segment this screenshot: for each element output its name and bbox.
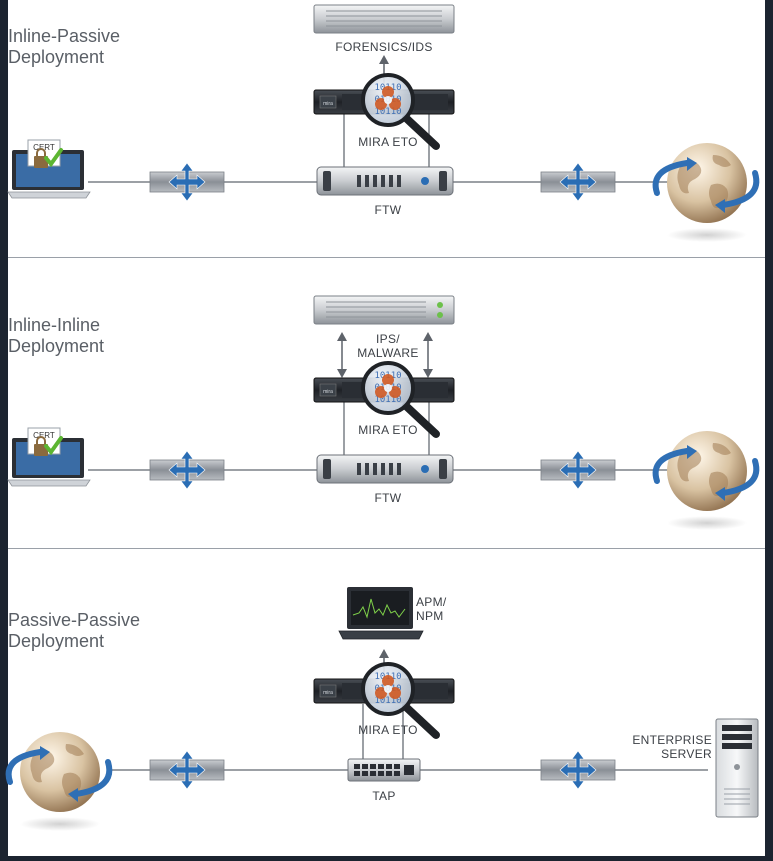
svg-text:10110: 10110	[374, 107, 401, 117]
check-icon	[44, 148, 63, 168]
ftw-label: FTW	[374, 203, 402, 217]
svg-text:mira: mira	[323, 389, 333, 395]
svg-text:10110: 10110	[374, 395, 401, 405]
section-title: Inline-Passive Deployment	[8, 26, 121, 67]
section-inline-inline: Inline-Inline Deployment CERT	[7, 258, 765, 548]
magnifier-icon: 10110 01010 10110	[361, 361, 440, 438]
mira-eto-label: MIRA ETO	[358, 423, 418, 437]
switch-icon-right	[540, 450, 616, 490]
svg-text:mira: mira	[323, 690, 333, 696]
biohazard-icon	[375, 86, 401, 110]
ips-malware-server-icon	[313, 295, 455, 325]
check-icon	[44, 436, 63, 456]
diagram-frame: Inline-Passive Deployment CERT	[5, 0, 765, 856]
section-divider	[8, 548, 765, 549]
switch-icon-right	[540, 750, 616, 790]
switch-icon-right	[540, 162, 616, 202]
forensics-ids-server-icon	[313, 4, 455, 34]
cert-text: CERT	[33, 431, 55, 440]
laptop-icon: CERT	[7, 139, 91, 199]
mira-eto-label: MIRA ETO	[358, 723, 418, 737]
tap-label: TAP	[372, 789, 396, 803]
ips-malware-label: IPS/ MALWARE	[357, 332, 419, 360]
enterprise-server-icon	[715, 718, 759, 818]
cert-text: CERT	[33, 143, 55, 152]
magnifier-icon: 10110 01010 10110	[361, 73, 440, 150]
globe-icon	[652, 143, 760, 242]
globe-icon	[5, 732, 113, 831]
svg-text:10110: 10110	[374, 696, 401, 706]
laptop-icon: CERT	[7, 427, 91, 487]
tap-device-icon	[347, 758, 421, 782]
switch-icon-left	[149, 450, 225, 490]
section-title: Passive-Passive Deployment	[8, 610, 141, 651]
globe-icon	[652, 431, 760, 530]
section-divider	[8, 257, 765, 258]
mira-eto-label: MIRA ETO	[358, 135, 418, 149]
biohazard-icon	[375, 374, 401, 398]
magnifier-icon: 10110 01010 10110	[361, 662, 440, 739]
svg-text:mira: mira	[323, 101, 333, 107]
forensics-ids-label: FORENSICS/IDS	[335, 40, 433, 54]
ftw-device-icon	[316, 454, 454, 484]
enterprise-server-label: ENTERPRISE SERVER	[632, 733, 712, 761]
section-passive-passive: Passive-Passive Deployment	[5, 549, 765, 856]
switch-icon-left	[149, 750, 225, 790]
section-inline-passive: Inline-Passive Deployment CERT	[7, 0, 765, 257]
apm-npm-laptop-icon	[338, 587, 424, 640]
apm-npm-label: APM/ NPM	[416, 595, 447, 623]
switch-icon-left	[149, 162, 225, 202]
ftw-label: FTW	[374, 491, 402, 505]
ftw-device-icon	[316, 166, 454, 196]
section-title: Inline-Inline Deployment	[8, 315, 105, 356]
biohazard-icon	[375, 675, 401, 699]
